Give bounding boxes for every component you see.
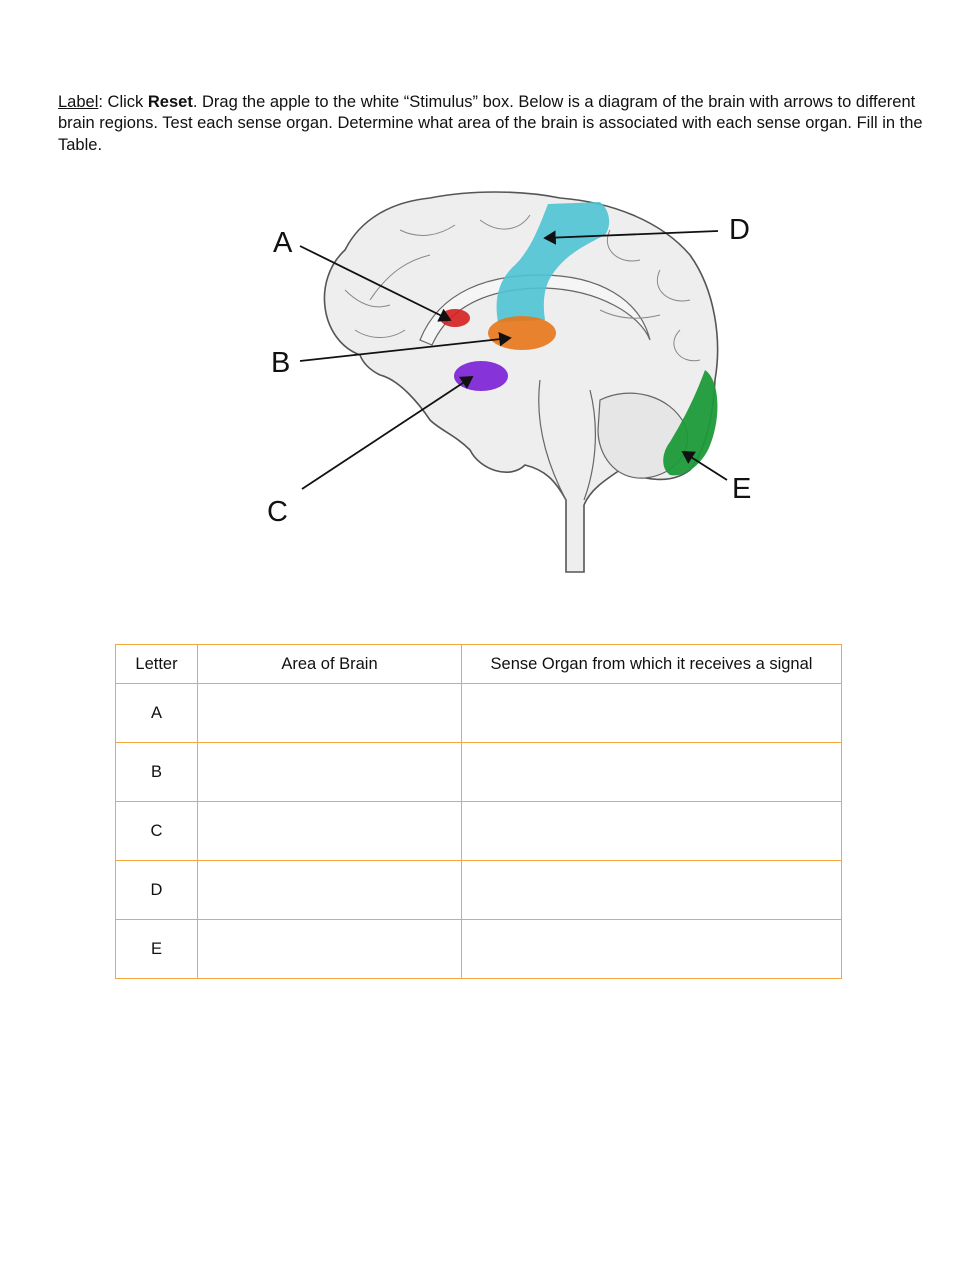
arrow-e (681, 451, 728, 481)
gyri-lines (344, 214, 701, 362)
table-row: B (115, 742, 842, 802)
header-area: Area of Brain (197, 644, 462, 684)
diagram-label-e: E (732, 473, 751, 505)
diagram-label-c: C (267, 496, 288, 528)
organ-cell[interactable] (461, 860, 842, 920)
header-letter: Letter (115, 644, 198, 684)
brain-outline (323, 191, 719, 573)
diagram-label-d: D (729, 214, 750, 246)
area-cell[interactable] (197, 742, 462, 802)
arrow-d (543, 230, 719, 245)
instructions-reset: Reset (147, 92, 193, 111)
region-b (488, 316, 556, 350)
table-row: E (115, 919, 842, 979)
letter-cell: C (115, 801, 198, 861)
region-e (663, 370, 718, 476)
table-row: C (115, 801, 842, 861)
area-cell[interactable] (197, 860, 462, 920)
instructions-sep: : Click (98, 92, 148, 111)
arrow-c (301, 376, 474, 490)
brainstem (538, 379, 596, 501)
area-cell[interactable] (197, 801, 462, 861)
brain-diagram: A B C D E (0, 180, 979, 580)
organ-cell[interactable] (461, 801, 842, 861)
diagram-label-b: B (271, 347, 290, 379)
table-row: D (115, 860, 842, 920)
instructions: Label: Click Reset. Drag the apple to th… (58, 92, 928, 157)
region-d (496, 202, 610, 322)
area-cell[interactable] (197, 683, 462, 743)
answer-table: Letter Area of Brain Sense Organ from wh… (115, 644, 842, 979)
brain-diagram-svg: A B C D E (267, 191, 751, 573)
organ-cell[interactable] (461, 683, 842, 743)
table-row: A (115, 683, 842, 743)
table-header-row: Letter Area of Brain Sense Organ from wh… (115, 644, 842, 684)
letter-cell: E (115, 919, 198, 979)
region-c (454, 361, 508, 391)
area-cell[interactable] (197, 919, 462, 979)
instructions-text: . Drag the apple to the white “Stimulus”… (58, 92, 923, 154)
arrow-b (299, 332, 512, 362)
organ-cell[interactable] (461, 742, 842, 802)
letter-cell: D (115, 860, 198, 920)
letter-cell: B (115, 742, 198, 802)
arrow-a (299, 245, 452, 322)
instructions-label: Label (58, 92, 99, 111)
corpus-callosum (419, 274, 651, 346)
header-organ: Sense Organ from which it receives a sig… (461, 644, 842, 684)
organ-cell[interactable] (461, 919, 842, 979)
letter-cell: A (115, 683, 198, 743)
diagram-label-a: A (273, 227, 293, 259)
